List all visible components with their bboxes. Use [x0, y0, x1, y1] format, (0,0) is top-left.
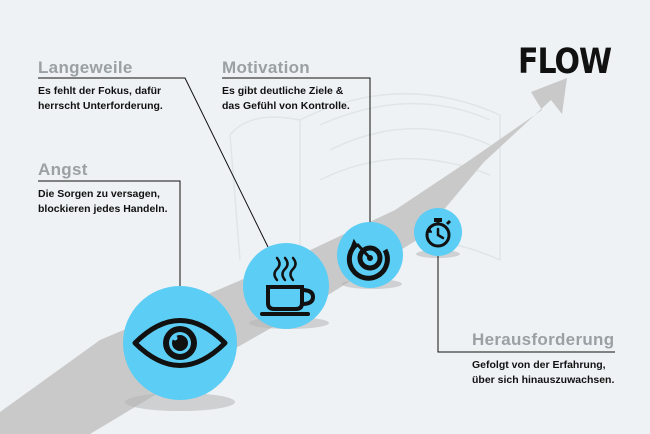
angst-description: Die Sorgen zu versagen, blockieren jedes… — [38, 187, 168, 217]
angst-line-1: Die Sorgen zu versagen, — [38, 188, 160, 200]
connector-langeweile — [38, 77, 269, 248]
herausforderung-line-2: über sich hinauszuwachsen. — [472, 374, 615, 386]
connector-lines — [38, 77, 615, 353]
langeweile-heading: Langeweile — [38, 58, 133, 77]
angst-heading: Angst — [38, 160, 88, 179]
herausforderung-description: Gefolgt von der Erfahrung, über sich hin… — [472, 358, 614, 388]
target-icon — [346, 238, 390, 281]
motivation-heading: Motivation — [222, 58, 310, 77]
herausforderung-heading: Herausforderung — [472, 330, 615, 349]
stopwatch-icon — [425, 218, 452, 248]
motivation-line-1: Es gibt deutliche Ziele & — [222, 85, 344, 97]
motivation-line-2: das Gefühl von Kontrolle. — [222, 100, 350, 112]
flow-title: FLOW — [518, 42, 612, 83]
herausforderung-line-1: Gefolgt von der Erfahrung, — [472, 359, 606, 371]
connector-angst — [38, 180, 181, 288]
langeweile-description: Es fehlt der Fokus, dafür herrscht Unter… — [38, 84, 163, 114]
shadow-eye — [125, 393, 235, 411]
langeweile-line-2: herrscht Unterforderung. — [38, 100, 163, 112]
coffee-cup-icon — [260, 256, 316, 316]
connector-motivation — [222, 77, 371, 228]
angst-line-2: blockieren jedes Handeln. — [38, 203, 168, 215]
eye-icon — [132, 318, 228, 368]
langeweile-line-1: Es fehlt der Fokus, dafür — [38, 85, 162, 97]
motivation-description: Es gibt deutliche Ziele & das Gefühl von… — [222, 84, 350, 114]
connector-herausforderung — [437, 243, 615, 353]
